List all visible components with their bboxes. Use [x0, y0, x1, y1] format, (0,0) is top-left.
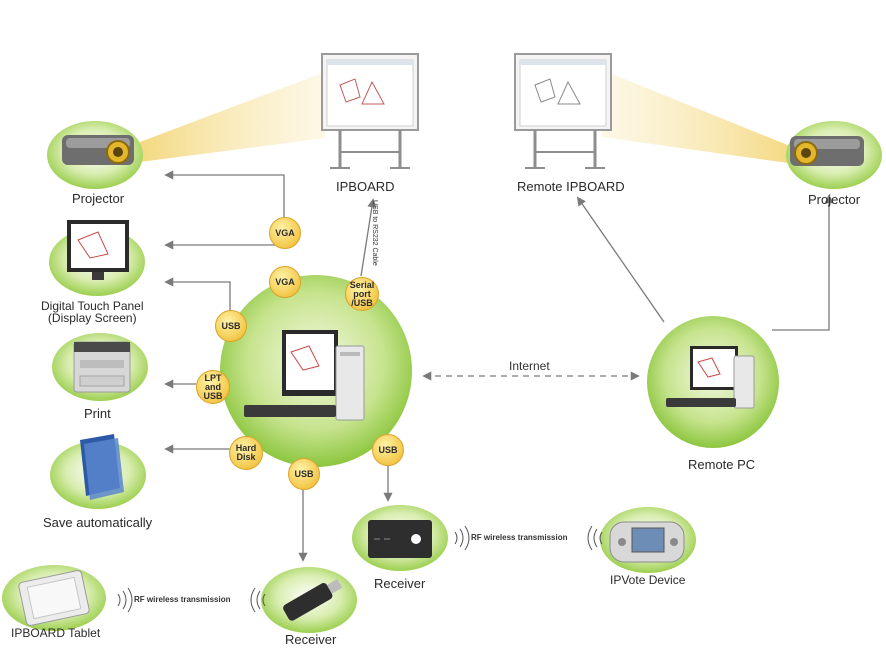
badge-serial-line2: /USB — [351, 298, 373, 308]
badge-vga-top: VGA — [269, 217, 301, 249]
internet-label: Internet — [509, 359, 550, 373]
touch-panel-icon — [67, 220, 129, 280]
projector-right-label: Projector — [808, 192, 860, 207]
projector-beam-left — [140, 72, 325, 162]
badge-serial: Serial port/USB — [345, 277, 379, 311]
projector-right-icon — [790, 136, 864, 166]
arrow-to-projector-right — [772, 196, 829, 330]
save-automatically-label: Save automatically — [43, 515, 152, 530]
ipboard-label: IPBOARD — [336, 179, 395, 194]
remote-ipboard-label: Remote IPBOARD — [517, 179, 625, 194]
badge-vga-top-text: VGA — [275, 229, 295, 238]
badge-usb-right: USB — [372, 434, 404, 466]
badge-lpt-line2: and USB — [203, 382, 222, 401]
arrow-to-remote-ipboard — [578, 198, 664, 322]
badge-usb-bottom: USB — [288, 458, 320, 490]
badge-vga: VGA — [269, 266, 301, 298]
projector-left-label: Projector — [72, 191, 124, 206]
badge-serial-text: Serial port/USB — [346, 281, 378, 308]
badge-usb-left-text: USB — [221, 322, 240, 331]
ipboard-whiteboard — [322, 54, 418, 168]
digital-touch-panel-label-line2: (Display Screen) — [41, 312, 144, 324]
badge-serial-line1: Serial port — [350, 280, 375, 299]
ipvote-device-label: IPVote Device — [610, 573, 685, 587]
printer-icon — [74, 342, 130, 392]
ipboard-tablet-label: IPBOARD Tablet — [11, 626, 100, 640]
remote-pc-label: Remote PC — [688, 457, 755, 472]
receiver-box-icon — [368, 520, 432, 558]
cable-label: USB to RS232 Cable — [371, 200, 378, 266]
digital-touch-panel-label: Digital Touch Panel (Display Screen) — [41, 300, 144, 324]
receiver-bottom-label: Receiver — [285, 632, 336, 647]
badge-usb-left: USB — [215, 310, 247, 342]
projector-left-icon — [62, 135, 134, 165]
badge-hard-line2: Disk — [236, 452, 255, 462]
badge-usb-right-text: USB — [378, 446, 397, 455]
remote-ipboard-whiteboard — [515, 54, 611, 168]
badge-usb-bottom-text: USB — [294, 470, 313, 479]
projector-beam-right — [602, 70, 795, 164]
rf-label-right: RF wireless transmission — [471, 533, 567, 542]
rf-label-bottom: RF wireless transmission — [134, 595, 230, 604]
ipvote-icon — [610, 522, 684, 562]
folder-icon — [80, 434, 124, 500]
print-label: Print — [84, 406, 111, 421]
receiver-right-label: Receiver — [374, 576, 425, 591]
badge-vga-text: VGA — [275, 278, 295, 287]
arrow-to-projector — [166, 175, 284, 230]
